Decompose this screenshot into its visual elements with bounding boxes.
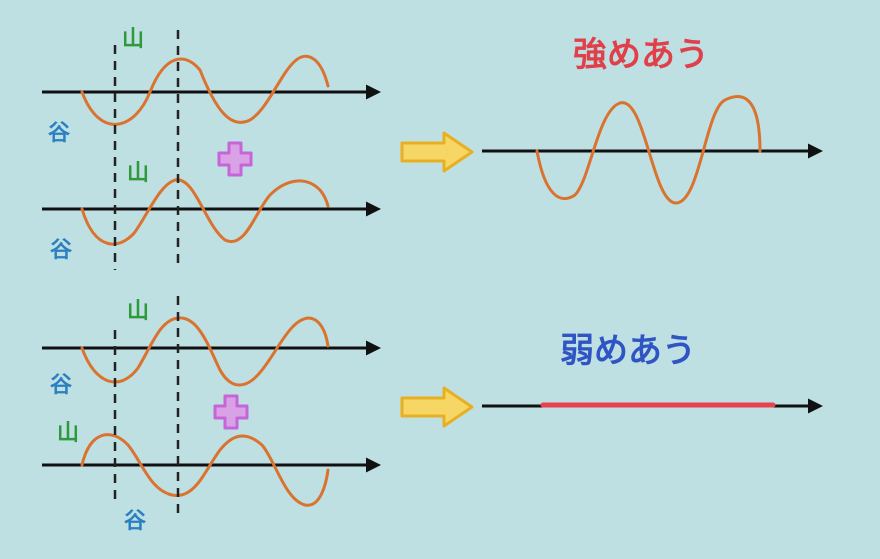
destructive-label: 弱めあう: [560, 331, 696, 371]
trough-label-top-2: 谷: [50, 238, 73, 263]
right-arrow-icon: [400, 131, 474, 173]
plus-icon: [213, 394, 249, 430]
trough-label-bottom-1: 谷: [50, 373, 73, 398]
peak-label-bottom-1: 山: [127, 299, 149, 324]
peak-label-top-1: 山: [122, 27, 144, 52]
constructive-group: 山 谷 山 谷 強めあう: [42, 27, 823, 270]
wave-bottom-1: [80, 316, 330, 387]
wave-top-1: [80, 54, 330, 126]
peak-label-top-2: 山: [127, 161, 149, 186]
peak-label-bottom-2: 山: [57, 421, 79, 446]
right-arrow-icon: [400, 386, 474, 428]
trough-label-top-1: 谷: [48, 121, 71, 146]
destructive-group: 山 谷 山 谷 弱めあう: [42, 296, 823, 534]
wave-top-2: [80, 178, 330, 246]
trough-label-bottom-2: 谷: [124, 509, 147, 534]
wave-bottom-2: [80, 433, 330, 507]
constructive-label: 強めあう: [573, 35, 709, 75]
wave-result-constructive: [535, 95, 762, 205]
plus-icon: [217, 141, 253, 177]
